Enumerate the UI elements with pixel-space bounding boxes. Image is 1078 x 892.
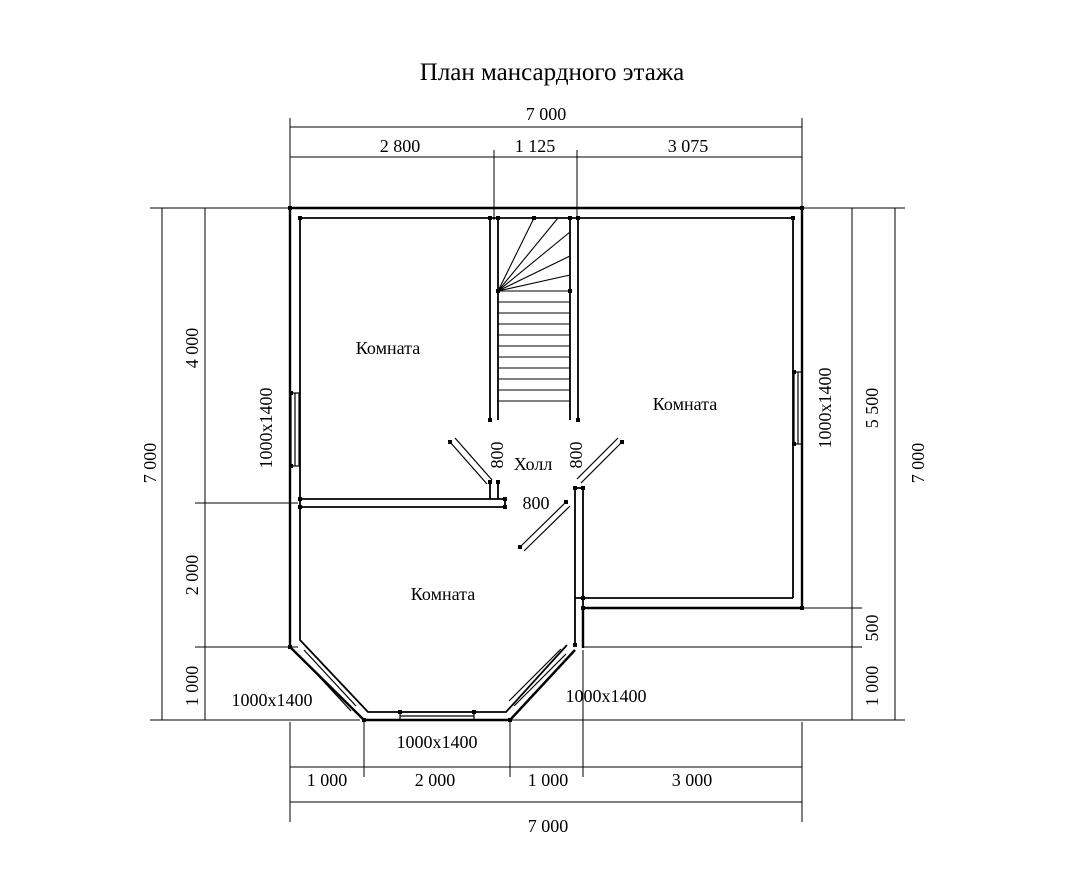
dim-bottom-a: 1 000 (307, 770, 348, 790)
dim-right-total: 7 000 (908, 443, 928, 484)
door-label-left: 800 (487, 442, 507, 469)
door-label-bottom: 800 (523, 493, 550, 513)
dim-right-inner-middle: 500 (862, 615, 882, 642)
dim-top-left: 2 800 (380, 136, 421, 156)
window-label-bottom-right: 1000х1400 (566, 686, 647, 706)
dim-right-inner-upper: 5 500 (862, 388, 882, 429)
window-label-right-wall: 1000х1400 (815, 368, 835, 449)
room-labels: Комната Комната Комната Холл (356, 338, 717, 604)
staircase (497, 217, 571, 402)
window-label-bottom-left: 1000х1400 (232, 690, 313, 710)
dim-right-inner-lower: 1 000 (862, 666, 882, 707)
window-labels: 1000х1400 1000х1400 1000х1400 1000х1400 … (232, 368, 836, 753)
doors (449, 437, 623, 552)
door-labels: 800 800 800 (487, 442, 586, 514)
dim-left-middle: 2 000 (182, 555, 202, 596)
dim-bottom-d: 3 000 (672, 770, 713, 790)
dim-bottom-b: 2 000 (415, 770, 456, 790)
plan-title: План мансардного этажа (420, 59, 684, 86)
window-label-left-wall: 1000х1400 (256, 388, 276, 469)
windows (290, 371, 803, 721)
dim-top-mid: 1 125 (515, 136, 556, 156)
window-label-bottom-center: 1000х1400 (397, 732, 478, 752)
dim-left-upper: 4 000 (182, 328, 202, 369)
room-label-hall: Холл (514, 454, 553, 474)
dim-top-total: 7 000 (526, 104, 567, 124)
dim-bottom-total: 7 000 (528, 816, 569, 836)
interior-walls (300, 218, 802, 648)
node-markers (288, 206, 804, 722)
dim-left-total: 7 000 (140, 443, 160, 484)
dim-top-right: 3 075 (668, 136, 709, 156)
door-label-right: 800 (566, 442, 586, 469)
room-label-bottom: Комната (411, 584, 475, 604)
dim-bottom-c: 1 000 (528, 770, 569, 790)
dimension-labels: 7 000 2 800 1 125 3 075 7 000 4 000 2 00… (140, 104, 928, 836)
dim-left-lower: 1 000 (182, 666, 202, 707)
room-label-right: Комната (653, 394, 717, 414)
dimension-lines (150, 118, 905, 822)
room-label-top-left: Комната (356, 338, 420, 358)
